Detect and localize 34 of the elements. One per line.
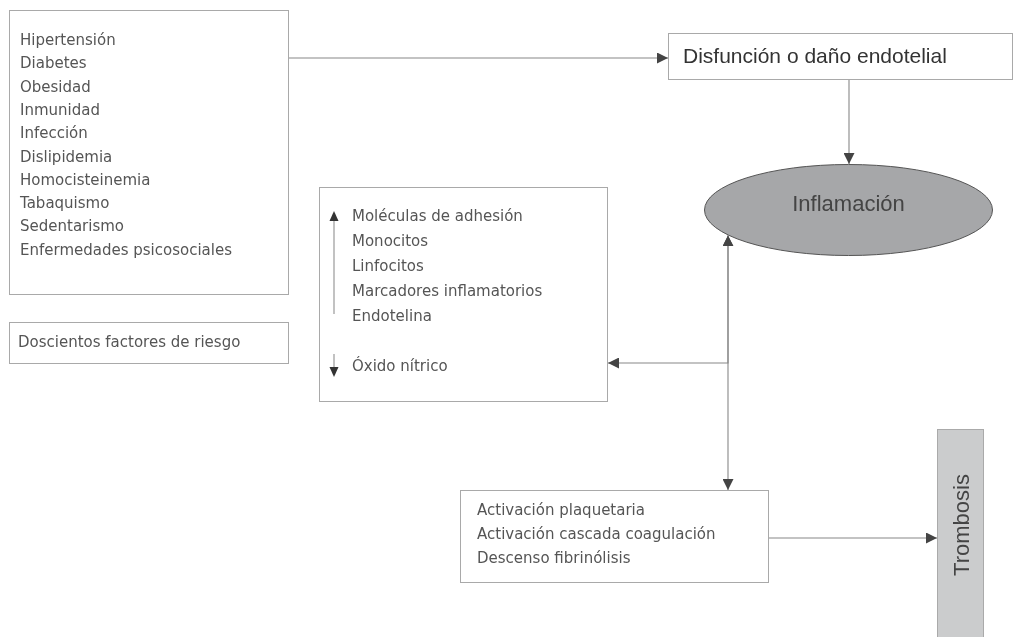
node-text: Obesidad (20, 77, 91, 97)
node-text: Endotelina (352, 307, 432, 326)
node-text: Doscientos factores de riesgo (18, 333, 241, 352)
node-text: Trombosis (947, 474, 975, 576)
node-text: Sedentarismo (20, 217, 125, 237)
arrow (843, 79, 855, 165)
node-text: Activación plaquetaria (477, 501, 645, 520)
node-text: Disfunción o daño endotelial (683, 43, 947, 69)
node-text: Activación cascada coagulación (477, 525, 716, 544)
node-text: Tabaquismo (20, 194, 110, 214)
process-box (9, 10, 289, 295)
node-text: Marcadores inflamatorios (352, 282, 543, 301)
node-text: Monocitos (352, 232, 429, 251)
node-text: Óxido nítrico (352, 357, 448, 376)
node-text: Descenso fibrinólisis (477, 549, 631, 568)
outcome-bar (937, 429, 984, 637)
arrow (768, 532, 938, 544)
process-box (9, 322, 289, 364)
node-text: Linfocitos (352, 257, 424, 276)
arrow (288, 52, 669, 64)
node-text: Inflamación (791, 190, 906, 219)
process-box (319, 187, 608, 402)
process-ellipse (704, 164, 993, 256)
arrow (722, 234, 734, 491)
node-text: Homocisteinemia (20, 170, 151, 190)
node-text: Moléculas de adhesión (352, 207, 523, 226)
node-text: Hipertensión (20, 31, 116, 50)
node-text: Infección (20, 124, 88, 144)
process-box (668, 33, 1013, 80)
node-text: Dislipidemia (20, 147, 113, 167)
node-text: Diabetes (20, 54, 87, 74)
node-text: Inmunidad (20, 100, 100, 120)
process-box (460, 490, 769, 583)
node-text: Enfermedades psicosociales (20, 240, 233, 260)
